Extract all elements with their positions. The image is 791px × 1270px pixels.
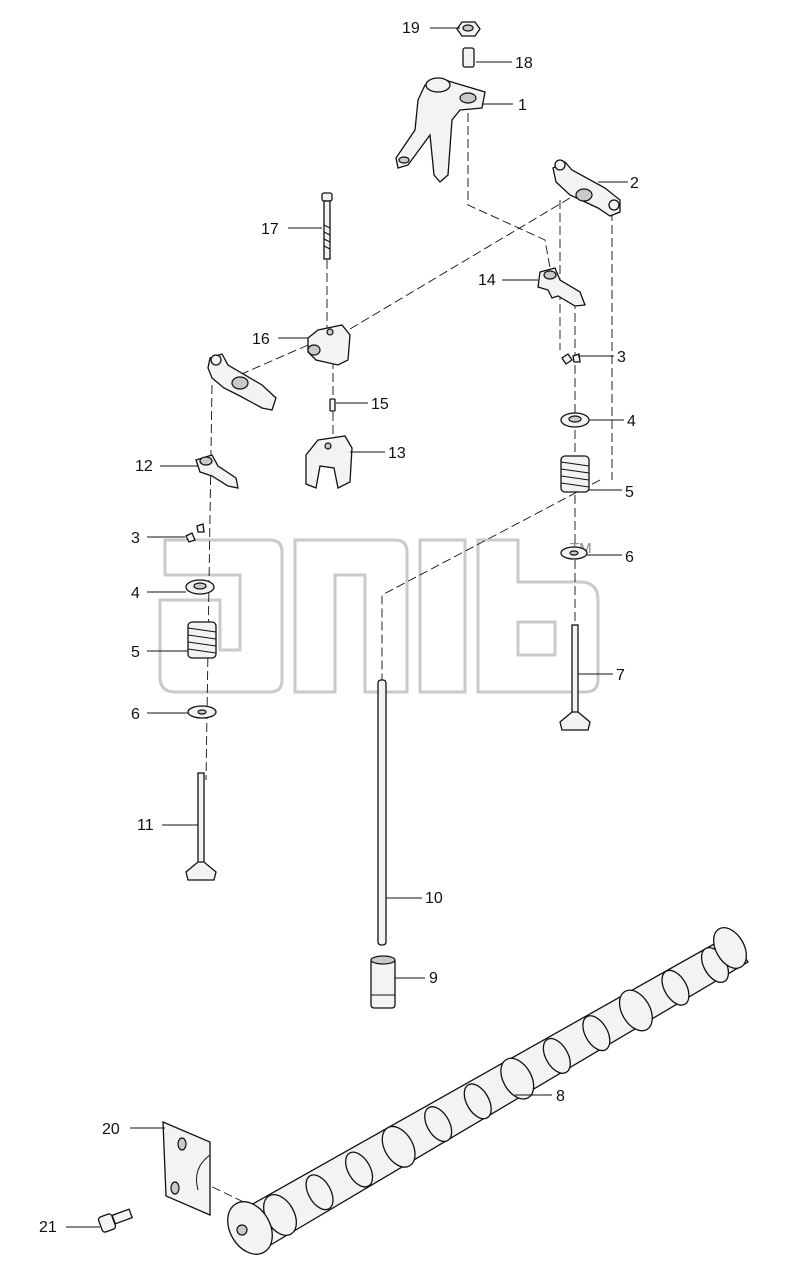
tappet-part	[370, 955, 396, 1009]
camshaft-lobe	[424, 1106, 453, 1143]
spring-retainer-left-part	[185, 579, 215, 595]
callout-4-left: 4	[131, 585, 140, 602]
camshaft-lobe	[305, 1174, 334, 1211]
rocker-arm-right-part	[552, 159, 621, 217]
rocker-arm-left-part	[207, 353, 277, 411]
callout-14: 14	[478, 272, 496, 289]
callout-18: 18	[515, 55, 533, 72]
camshaft-lobe	[344, 1151, 374, 1188]
valve-right-part	[559, 624, 591, 731]
callout-leaders	[66, 27, 628, 1228]
callout-7: 7	[616, 667, 625, 684]
camshaft-lobe	[463, 1083, 492, 1120]
nut-part	[456, 21, 481, 37]
callout-16: 16	[252, 331, 270, 348]
stud-part	[462, 47, 475, 68]
callout-2: 2	[630, 175, 639, 192]
spring-washer-right-part	[560, 546, 588, 560]
callout-12: 12	[135, 458, 153, 475]
rocker-support-left-part	[195, 454, 239, 489]
camshaft-lobe	[582, 1015, 611, 1052]
camshaft-part	[227, 927, 749, 1255]
callout-9: 9	[429, 970, 438, 987]
callout-5-left: 5	[131, 644, 140, 661]
callout-4-right: 4	[627, 413, 636, 430]
valve-spring-left-part	[187, 621, 217, 659]
callout-3-right: 3	[617, 349, 626, 366]
callout-labels: 19 18 1 2 17 14 16 3 15 4 13 12 5 3 6 4 …	[39, 20, 639, 1236]
callout-21: 21	[39, 1219, 57, 1236]
callout-6-right: 6	[625, 549, 634, 566]
callout-17: 17	[261, 221, 279, 238]
callout-19: 19	[402, 20, 420, 37]
watermark-logo: TM	[158, 538, 600, 694]
valve-keeper-right-part	[561, 353, 581, 365]
callout-15: 15	[371, 396, 389, 413]
rocker-bracket-part	[395, 77, 486, 183]
pin-part	[329, 398, 336, 412]
callout-1: 1	[518, 97, 527, 114]
valve-spring-right-part	[560, 455, 590, 493]
callout-13: 13	[388, 445, 406, 462]
rocker-shaft-support-part	[307, 324, 351, 366]
callout-11: 11	[137, 817, 154, 834]
thrust-plate-part	[162, 1120, 211, 1216]
callout-10: 10	[425, 890, 443, 907]
bolt-part	[321, 192, 333, 260]
push-rod-part	[377, 679, 387, 946]
camshaft-lobe	[661, 969, 690, 1006]
thrust-bolt-part	[97, 1208, 134, 1233]
camshaft-lobe	[618, 989, 653, 1032]
spring-retainer-right-part	[560, 412, 590, 428]
camshaft-lobe	[381, 1125, 416, 1168]
callout-5-right: 5	[625, 484, 634, 501]
rocker-support-right-part	[537, 267, 586, 307]
shaft-support-part	[305, 435, 353, 489]
spring-washer-left-part	[187, 705, 217, 719]
camshaft-lobe	[542, 1037, 571, 1074]
valve-keeper-left-part	[185, 523, 205, 543]
valve-left-part	[185, 772, 217, 881]
camshaft-lobe	[500, 1057, 535, 1100]
callout-20: 20	[102, 1121, 120, 1138]
callout-3-left: 3	[131, 530, 140, 547]
callout-6-left: 6	[131, 706, 140, 723]
callout-8: 8	[556, 1088, 565, 1105]
